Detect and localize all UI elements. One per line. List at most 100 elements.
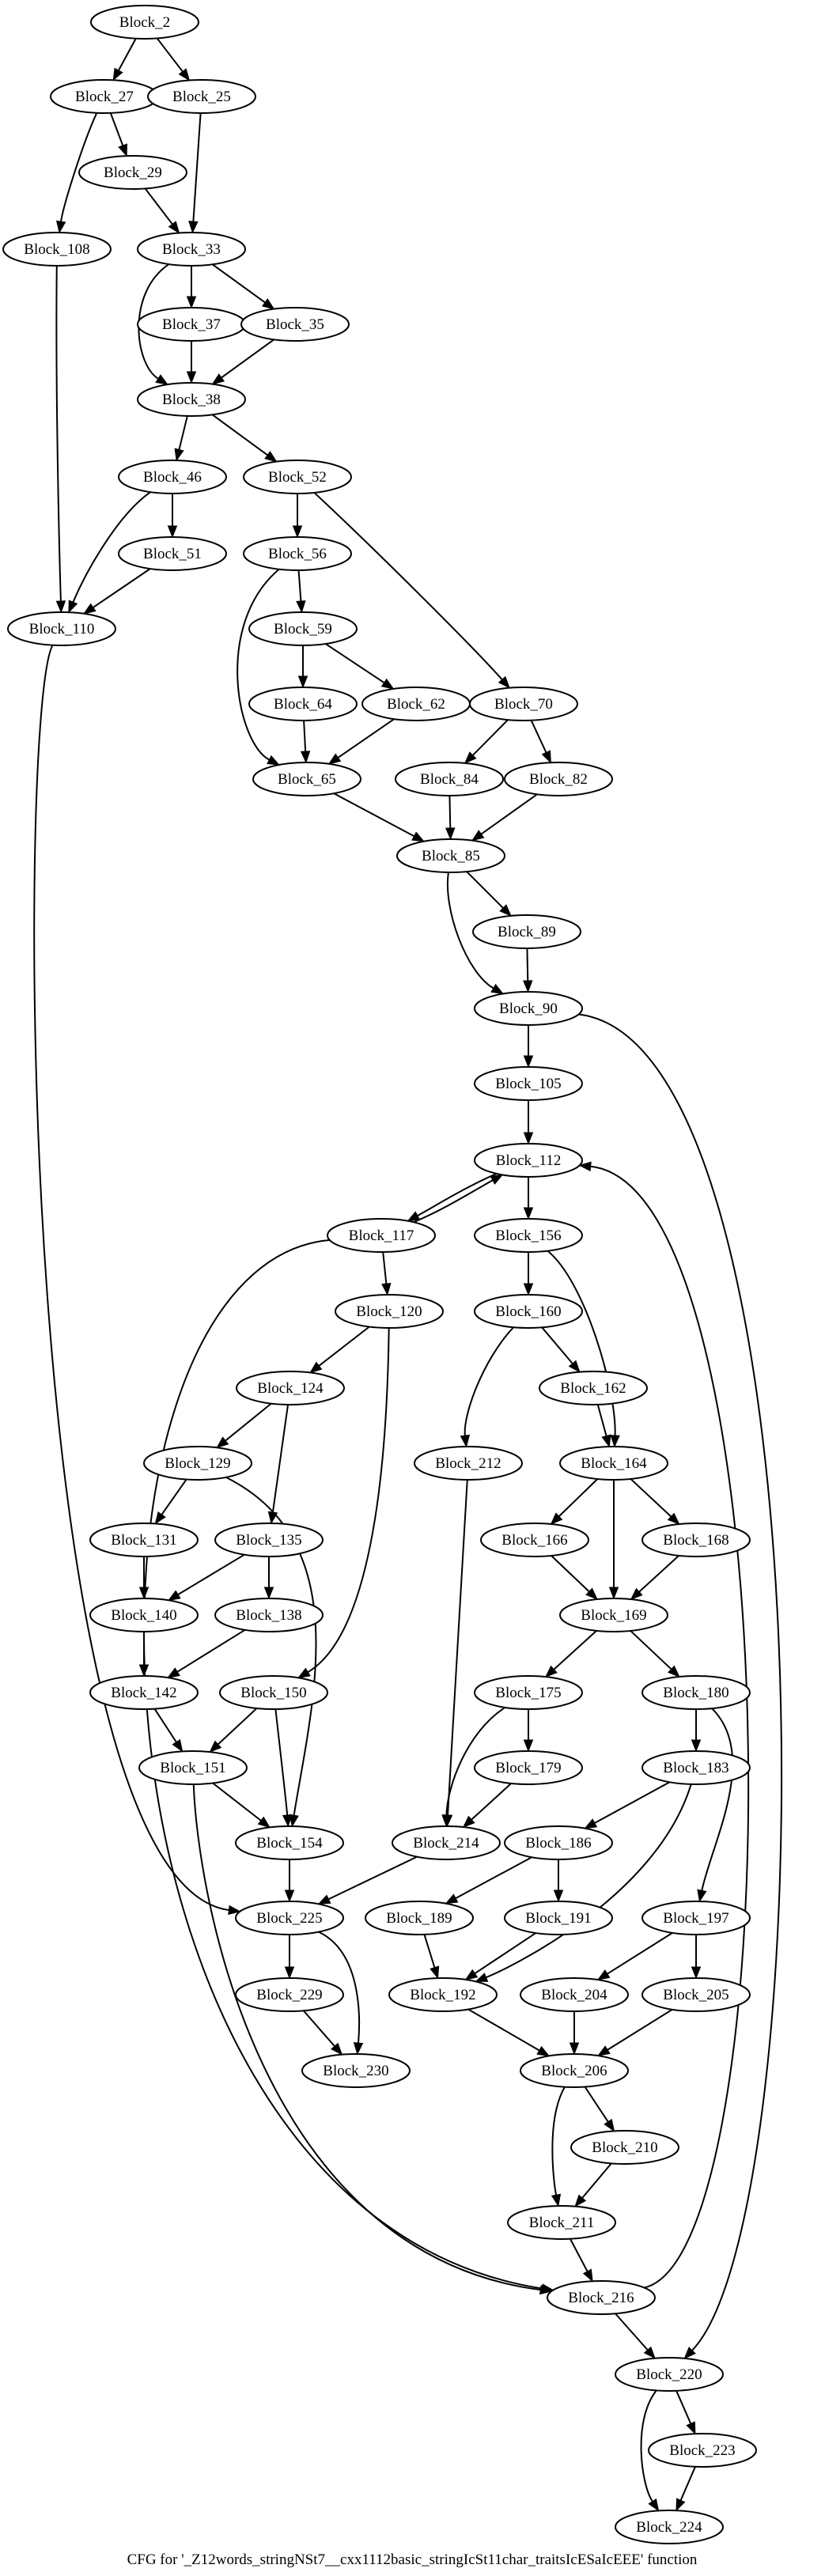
edge-block-124-to-block-129	[216, 1402, 272, 1449]
node-block-192[interactable]: Block_192	[388, 1977, 498, 2012]
node-label: Block_220	[636, 2366, 702, 2383]
node-label: Block_211	[529, 2215, 595, 2231]
node-block-70[interactable]: Block_70	[469, 687, 578, 721]
node-block-90[interactable]: Block_90	[474, 991, 583, 1026]
node-label: Block_206	[541, 2063, 607, 2079]
node-block-135[interactable]: Block_135	[214, 1523, 324, 1557]
node-block-214[interactable]: Block_214	[392, 1825, 501, 1860]
node-block-108[interactable]: Block_108	[2, 232, 112, 267]
edge-block-206-to-block-211	[551, 2086, 566, 2207]
node-block-27[interactable]: Block_27	[50, 79, 159, 114]
node-block-162[interactable]: Block_162	[539, 1371, 648, 1405]
edge-block-56-to-block-65	[237, 568, 281, 766]
node-block-85[interactable]: Block_85	[396, 838, 505, 873]
edge-block-156-to-block-160	[523, 1252, 534, 1296]
node-label: Block_108	[24, 241, 89, 258]
node-block-112[interactable]: Block_112	[474, 1143, 583, 1178]
node-block-64[interactable]: Block_64	[248, 687, 358, 721]
node-block-179[interactable]: Block_179	[474, 1750, 583, 1785]
node-block-197[interactable]: Block_197	[641, 1901, 751, 1935]
node-label: Block_38	[162, 392, 221, 408]
edge-block-225-to-block-230	[318, 1931, 364, 2056]
edge-block-120-to-block-150	[297, 1327, 390, 1679]
node-block-191[interactable]: Block_191	[504, 1901, 613, 1935]
node-block-169[interactable]: Block_169	[559, 1598, 668, 1632]
node-block-211[interactable]: Block_211	[507, 2205, 616, 2240]
node-block-164[interactable]: Block_164	[559, 1446, 668, 1481]
node-block-129[interactable]: Block_129	[143, 1446, 252, 1481]
node-block-110[interactable]: Block_110	[7, 611, 116, 646]
node-block-160[interactable]: Block_160	[474, 1294, 583, 1329]
edge-block-62-to-block-65	[327, 718, 395, 765]
node-block-156[interactable]: Block_156	[474, 1218, 583, 1253]
edge-block-197-to-block-205	[691, 1935, 702, 1980]
node-block-140[interactable]: Block_140	[89, 1598, 199, 1632]
node-block-25[interactable]: Block_25	[147, 79, 256, 114]
node-label: Block_151	[160, 1760, 225, 1776]
edge-block-70-to-block-82	[530, 720, 551, 764]
node-block-180[interactable]: Block_180	[641, 1675, 751, 1710]
node-block-38[interactable]: Block_38	[137, 382, 246, 417]
node-block-210[interactable]: Block_210	[570, 2130, 679, 2165]
node-block-204[interactable]: Block_204	[520, 1977, 629, 2012]
node-block-151[interactable]: Block_151	[138, 1750, 248, 1785]
node-block-230[interactable]: Block_230	[301, 2053, 411, 2088]
node-label: Block_216	[568, 2290, 634, 2306]
node-block-150[interactable]: Block_150	[219, 1675, 328, 1710]
node-block-35[interactable]: Block_35	[240, 307, 350, 342]
node-block-189[interactable]: Block_189	[365, 1901, 474, 1935]
node-block-154[interactable]: Block_154	[235, 1825, 344, 1860]
node-block-168[interactable]: Block_168	[641, 1523, 751, 1557]
node-block-120[interactable]: Block_120	[335, 1294, 444, 1329]
node-block-216[interactable]: Block_216	[547, 2280, 656, 2315]
node-block-175[interactable]: Block_175	[474, 1675, 583, 1710]
node-block-142[interactable]: Block_142	[89, 1675, 199, 1710]
edge-block-164-to-block-168	[630, 1478, 680, 1525]
edge-block-117-to-block-120	[381, 1251, 392, 1296]
node-block-131[interactable]: Block_131	[89, 1523, 199, 1557]
node-block-65[interactable]: Block_65	[252, 762, 361, 796]
edge-block-175-to-block-179	[523, 1709, 534, 1753]
node-block-138[interactable]: Block_138	[214, 1598, 324, 1632]
node-block-229[interactable]: Block_229	[235, 1977, 344, 2012]
edge-block-37-to-block-38	[186, 340, 197, 384]
node-block-224[interactable]: Block_224	[615, 2510, 724, 2544]
node-label: Block_56	[268, 546, 327, 562]
node-block-89[interactable]: Block_89	[472, 914, 581, 949]
node-label: Block_150	[240, 1685, 306, 1701]
node-block-117[interactable]: Block_117	[327, 1218, 436, 1253]
node-block-33[interactable]: Block_33	[137, 232, 246, 267]
node-block-205[interactable]: Block_205	[641, 1977, 751, 2012]
edge-block-154-to-block-225	[284, 1859, 295, 1903]
node-block-82[interactable]: Block_82	[504, 762, 613, 796]
node-block-51[interactable]: Block_51	[118, 536, 227, 571]
node-label: Block_131	[111, 1532, 176, 1549]
node-label: Block_229	[256, 1987, 322, 2003]
node-block-105[interactable]: Block_105	[474, 1066, 583, 1101]
edge-block-90-to-block-220	[578, 1013, 783, 2359]
node-block-59[interactable]: Block_59	[248, 611, 358, 646]
edge-block-64-to-block-65	[300, 720, 311, 764]
node-block-183[interactable]: Block_183	[641, 1750, 751, 1785]
node-block-124[interactable]: Block_124	[236, 1371, 345, 1405]
node-label: Block_35	[266, 316, 324, 333]
node-block-212[interactable]: Block_212	[414, 1446, 523, 1481]
node-block-37[interactable]: Block_37	[137, 307, 246, 342]
node-block-223[interactable]: Block_223	[648, 2433, 757, 2468]
edge-block-46-to-block-51	[167, 494, 178, 539]
node-block-220[interactable]: Block_220	[615, 2357, 724, 2392]
node-block-2[interactable]: Block_2	[90, 5, 199, 40]
node-block-29[interactable]: Block_29	[78, 155, 187, 190]
node-block-56[interactable]: Block_56	[243, 536, 352, 571]
node-label: Block_225	[256, 1910, 322, 1927]
node-block-206[interactable]: Block_206	[520, 2053, 629, 2088]
node-block-186[interactable]: Block_186	[504, 1825, 613, 1860]
node-block-225[interactable]: Block_225	[235, 1901, 344, 1935]
node-block-52[interactable]: Block_52	[243, 460, 352, 494]
node-block-46[interactable]: Block_46	[118, 460, 227, 494]
node-label: Block_90	[499, 1001, 558, 1017]
edge-block-162-to-block-164	[596, 1404, 611, 1448]
node-block-84[interactable]: Block_84	[395, 762, 504, 796]
node-block-62[interactable]: Block_62	[361, 687, 471, 721]
node-block-166[interactable]: Block_166	[480, 1523, 589, 1557]
